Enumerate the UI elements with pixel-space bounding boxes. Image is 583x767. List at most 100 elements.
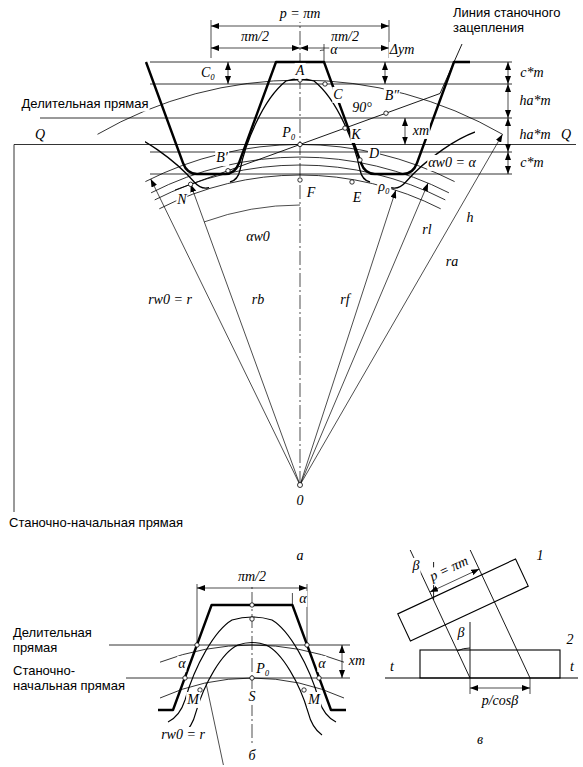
dimension-lines	[292, 593, 293, 605]
math-label: ra	[445, 254, 459, 270]
math-label: 90°	[351, 100, 373, 116]
dimension-lines	[430, 569, 530, 694]
radius-lines	[151, 134, 503, 485]
math-label: N	[176, 192, 187, 208]
dimension-lines	[508, 118, 509, 152]
gear-circles	[145, 144, 454, 181]
centre-line	[300, 20, 301, 485]
math-label: D	[368, 146, 380, 162]
points	[195, 643, 199, 647]
dimension-lines	[405, 118, 406, 145]
math-label: а	[296, 548, 305, 564]
math-label: B″	[384, 88, 400, 104]
points	[183, 676, 187, 680]
gear-tooth	[145, 98, 475, 200]
math-label: C₀	[200, 65, 216, 81]
math-label: xm	[412, 123, 430, 139]
dimension-lines	[530, 678, 531, 694]
points	[298, 142, 302, 146]
reference-lines	[40, 118, 512, 119]
reference-lines	[14, 62, 576, 512]
line-name: Станочно- начальная прямая	[12, 664, 126, 694]
math-label: 1	[536, 548, 545, 564]
points	[323, 82, 327, 86]
rack-profile	[158, 605, 346, 710]
points	[384, 111, 388, 115]
math-label: Q	[560, 127, 572, 143]
gear-tooth	[168, 617, 336, 735]
math-label: ha*m	[518, 127, 551, 143]
math-label: α	[329, 42, 338, 58]
gear-tooth	[168, 617, 336, 722]
math-label: K	[350, 127, 361, 143]
gear-circles	[98, 80, 503, 134]
math-label: c*m	[519, 155, 544, 171]
dimension-lines	[508, 152, 509, 174]
math-label: xm	[348, 653, 366, 669]
radius-lines	[151, 179, 300, 485]
math-label: πm/2	[240, 29, 270, 45]
math-label: rl	[421, 222, 432, 238]
rack-sections	[385, 559, 578, 678]
math-label: 0	[296, 493, 305, 509]
math-label: E	[352, 190, 363, 206]
line-name: Станочно-начальная прямая	[8, 516, 184, 531]
math-label: rf	[339, 292, 350, 308]
math-label: Δym	[389, 42, 416, 58]
points	[188, 78, 388, 488]
math-label: P₀	[255, 661, 270, 677]
dimension-lines	[508, 84, 509, 118]
dimension-lines	[211, 26, 389, 27]
line-name: Делительная прямая	[12, 626, 109, 656]
math-label: B′	[215, 150, 229, 166]
line-name: Линия станочного зацепления	[452, 6, 578, 36]
points	[250, 603, 254, 607]
dimension-lines	[320, 49, 324, 51]
math-label: α	[177, 656, 186, 672]
reference-lines	[150, 152, 512, 153]
gear-circles	[98, 80, 503, 209]
radius-lines	[300, 134, 503, 485]
helix-lines	[470, 622, 471, 678]
math-label: h	[466, 210, 475, 226]
gear-circles	[155, 165, 446, 200]
math-label: F	[306, 185, 317, 201]
math-label: ρ₀	[377, 179, 391, 195]
points	[317, 676, 321, 680]
rack-sections	[420, 650, 560, 678]
helix-lines	[457, 648, 470, 651]
points	[298, 483, 303, 488]
points	[250, 617, 254, 621]
line-of-action	[175, 44, 462, 190]
helix-lines	[410, 550, 530, 678]
math-label: p = πm	[279, 6, 322, 22]
points	[226, 169, 230, 173]
dimension-lines	[228, 62, 229, 84]
points	[305, 643, 309, 647]
dimension-lines	[197, 584, 342, 765]
math-label: б	[247, 748, 256, 764]
dimension-lines	[197, 584, 198, 645]
math-label: β	[457, 625, 466, 641]
math-label: c*m	[519, 65, 544, 81]
points	[358, 158, 362, 162]
points	[298, 178, 302, 182]
dimension-lines	[206, 683, 223, 765]
centre-line	[252, 570, 253, 745]
math-label: t	[389, 659, 395, 675]
math-label: πm/2	[237, 569, 267, 585]
rack-profile	[146, 62, 470, 174]
points	[343, 126, 347, 130]
math-label: в	[476, 732, 484, 748]
points	[250, 676, 254, 680]
math-label: A	[295, 63, 306, 79]
dimension-lines	[385, 62, 386, 84]
gear-tooth	[391, 98, 475, 200]
points	[183, 603, 321, 692]
centre-line	[300, 20, 301, 485]
math-label: p = πm	[426, 553, 471, 586]
radius-lines	[300, 183, 428, 485]
dimension-lines	[211, 48, 300, 49]
points	[302, 688, 306, 692]
